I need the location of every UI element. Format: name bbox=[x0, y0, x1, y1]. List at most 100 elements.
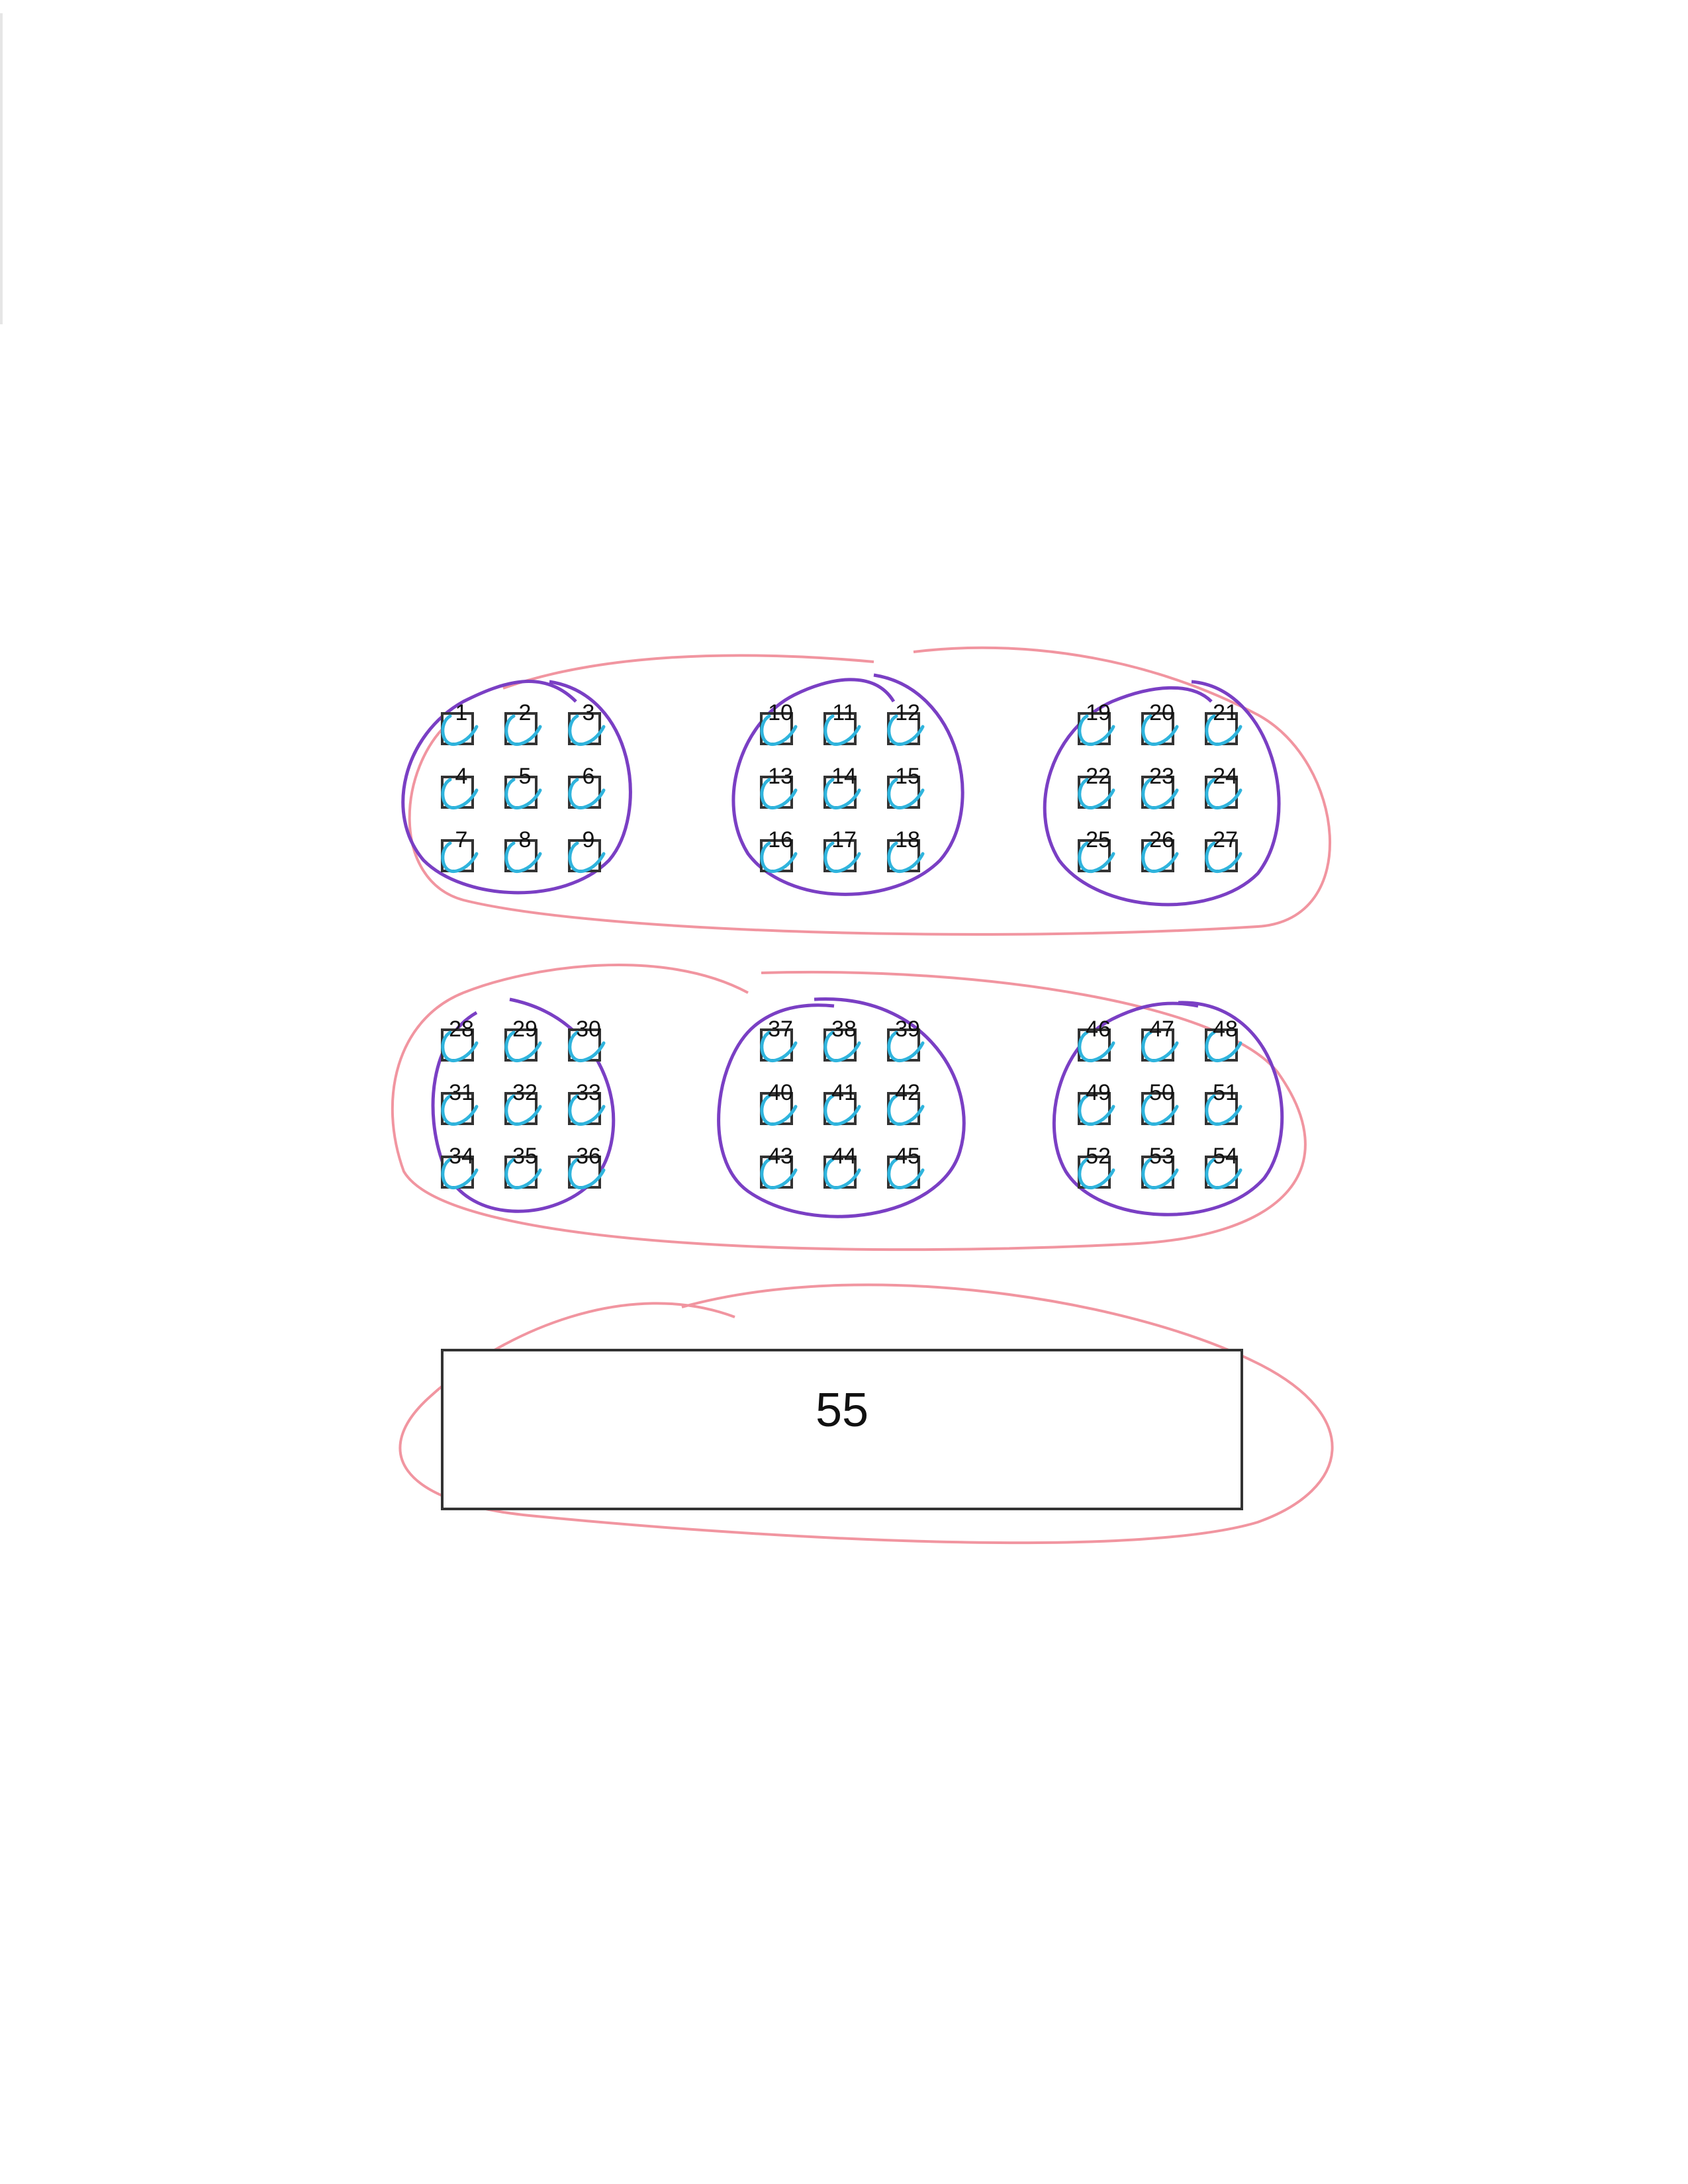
checkmark-10 bbox=[760, 714, 798, 747]
checkmark-2 bbox=[504, 714, 542, 747]
box-number-7: 7 bbox=[455, 827, 468, 852]
group-circle-6 bbox=[1052, 1001, 1284, 1216]
box-number-2: 2 bbox=[519, 700, 532, 725]
checkmark-19 bbox=[1078, 714, 1115, 747]
box-number-36: 36 bbox=[576, 1144, 601, 1169]
checkmark-35 bbox=[504, 1158, 542, 1190]
checkmark-8 bbox=[504, 841, 542, 874]
checkbox-21[interactable] bbox=[1205, 712, 1238, 745]
checkmark-38 bbox=[823, 1030, 861, 1063]
box-number-13: 13 bbox=[768, 764, 793, 789]
box-number-25: 25 bbox=[1086, 827, 1111, 852]
checkmark-41 bbox=[823, 1094, 861, 1126]
group-circle-5 bbox=[717, 997, 966, 1218]
box-number-39: 39 bbox=[895, 1017, 920, 1042]
group-circles bbox=[401, 673, 1284, 1218]
box-number-24: 24 bbox=[1213, 764, 1238, 789]
checkmark-31 bbox=[441, 1094, 479, 1126]
checkmark-27 bbox=[1205, 841, 1243, 874]
checkmark-1 bbox=[441, 714, 479, 747]
box-number-43: 43 bbox=[768, 1144, 793, 1169]
checkmark-26 bbox=[1141, 841, 1179, 874]
box-number-6: 6 bbox=[583, 764, 595, 789]
checkmark-7 bbox=[441, 841, 479, 874]
box-number-29: 29 bbox=[512, 1017, 538, 1042]
box-number-31: 31 bbox=[449, 1080, 474, 1105]
box-number-28: 28 bbox=[449, 1017, 474, 1042]
box-number-34: 34 bbox=[449, 1144, 474, 1169]
box-number-32: 32 bbox=[512, 1080, 538, 1105]
checkmark-32 bbox=[504, 1094, 542, 1126]
checkmark-45 bbox=[887, 1158, 925, 1190]
box-number-54: 54 bbox=[1213, 1144, 1238, 1169]
group-circle-4 bbox=[431, 997, 616, 1213]
box-number-11: 11 bbox=[832, 700, 855, 725]
checkmark-28 bbox=[441, 1030, 479, 1063]
box-number-53: 53 bbox=[1149, 1144, 1174, 1169]
checkmark-36 bbox=[568, 1158, 606, 1190]
box-number-52: 52 bbox=[1086, 1144, 1111, 1169]
box-number-51: 51 bbox=[1213, 1080, 1238, 1105]
box-number-15: 15 bbox=[895, 764, 920, 789]
checkmark-17 bbox=[823, 841, 861, 874]
checkmark-46 bbox=[1078, 1030, 1115, 1063]
checkmark-3 bbox=[568, 714, 606, 747]
checkmark-43 bbox=[760, 1158, 798, 1190]
row-circle-1 bbox=[408, 646, 1331, 936]
box-number-14: 14 bbox=[831, 764, 857, 789]
box-number-33: 33 bbox=[576, 1080, 601, 1105]
checkmark-53 bbox=[1141, 1158, 1179, 1190]
box-number-45: 45 bbox=[895, 1144, 920, 1169]
checkmark-4 bbox=[441, 778, 479, 810]
checkmark-30 bbox=[568, 1030, 606, 1063]
box-number-16: 16 bbox=[768, 827, 793, 852]
box-number-30: 30 bbox=[576, 1017, 601, 1042]
box-number-4: 4 bbox=[455, 764, 468, 789]
checkmark-33 bbox=[568, 1094, 606, 1126]
box-number-41: 41 bbox=[831, 1080, 857, 1105]
checkmark-6 bbox=[568, 778, 606, 810]
checkmark-40 bbox=[760, 1094, 798, 1126]
checkmark-42 bbox=[887, 1094, 925, 1126]
box-number-9: 9 bbox=[583, 827, 595, 852]
box-number-48: 48 bbox=[1213, 1017, 1238, 1042]
checkmark-49 bbox=[1078, 1094, 1115, 1126]
checkmark-13 bbox=[760, 778, 798, 810]
checkmark-12 bbox=[887, 714, 925, 747]
checkmark-23 bbox=[1141, 778, 1179, 810]
box-number-5: 5 bbox=[519, 764, 532, 789]
box-number-35: 35 bbox=[512, 1144, 538, 1169]
box-number-38: 38 bbox=[831, 1017, 857, 1042]
box-number-37: 37 bbox=[768, 1017, 793, 1042]
box-number-44: 44 bbox=[831, 1144, 857, 1169]
box-number-1: 1 bbox=[455, 700, 468, 725]
checkmark-34 bbox=[441, 1158, 479, 1190]
checkmark-5 bbox=[504, 778, 542, 810]
checkmark-9 bbox=[568, 841, 606, 874]
box-number-50: 50 bbox=[1149, 1080, 1174, 1105]
box-number-8: 8 bbox=[519, 827, 532, 852]
box-number-49: 49 bbox=[1086, 1080, 1111, 1105]
box-number-17: 17 bbox=[831, 827, 857, 852]
checkmark-24 bbox=[1205, 778, 1243, 810]
box-number-42: 42 bbox=[895, 1080, 920, 1105]
box-number-20: 20 bbox=[1149, 700, 1174, 725]
checkmark-51 bbox=[1205, 1094, 1243, 1126]
checkmark-54 bbox=[1205, 1158, 1243, 1190]
checkmark-25 bbox=[1078, 841, 1115, 874]
box-number-26: 26 bbox=[1149, 827, 1174, 852]
group-circle-3 bbox=[1043, 680, 1281, 907]
checkmark-20 bbox=[1141, 714, 1179, 747]
checkmark-52 bbox=[1078, 1158, 1115, 1190]
big-answer-box[interactable] bbox=[441, 1349, 1243, 1510]
checkmark-22 bbox=[1078, 778, 1115, 810]
checkmark-48 bbox=[1205, 1030, 1243, 1063]
checkmark-37 bbox=[760, 1030, 798, 1063]
checkmark-16 bbox=[760, 841, 798, 874]
box-number-19: 19 bbox=[1086, 700, 1111, 725]
checkmark-11 bbox=[823, 714, 861, 747]
checkmark-18 bbox=[887, 841, 925, 874]
checkmark-14 bbox=[823, 778, 861, 810]
group-circle-1 bbox=[401, 680, 632, 895]
